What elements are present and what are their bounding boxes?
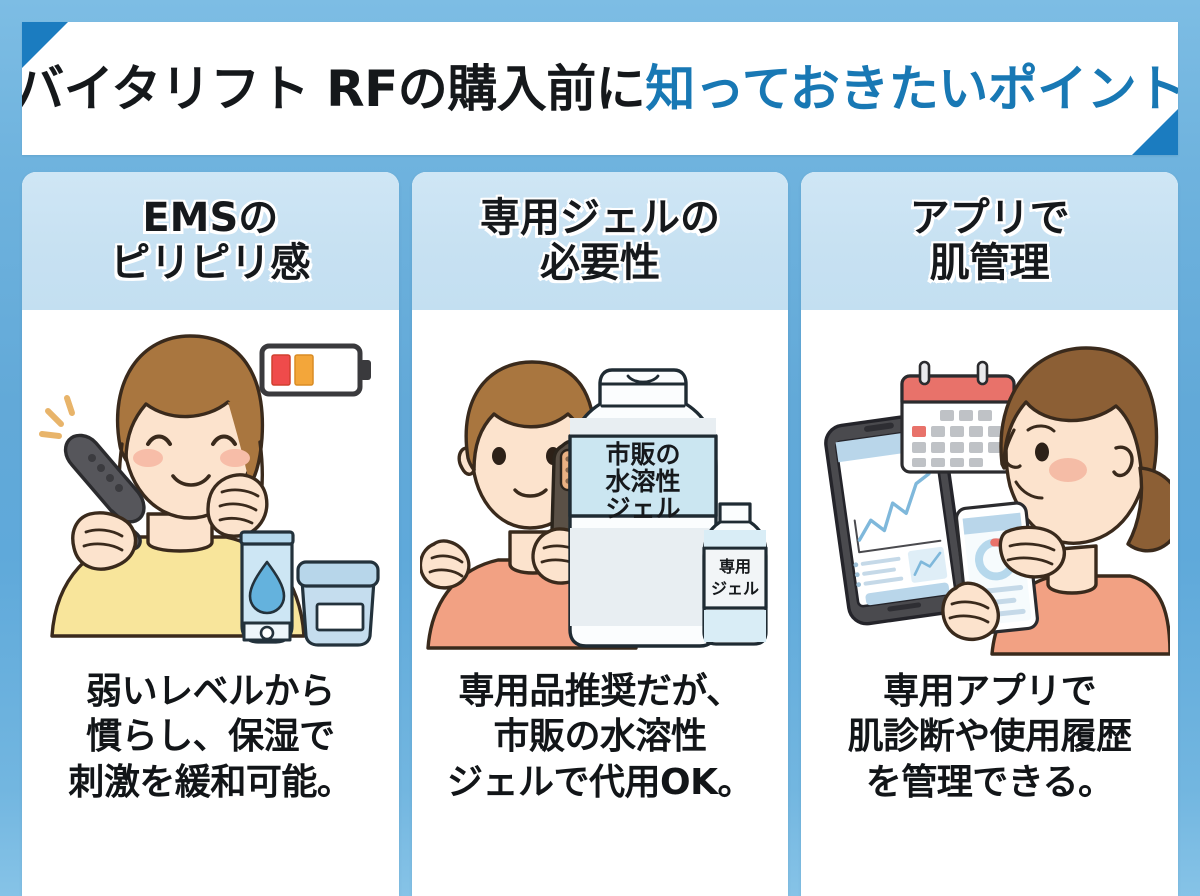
small-bottle-label-line1: 専用 [719,557,751,576]
card-caption-label: 弱いレベルから 慣らし、保湿で 刺激を緩和可能。 [68,671,353,803]
small-bottle-label-line2: ジェル [711,579,759,598]
card-dedicated-gel: 専用ジェルの 必要性 [411,172,789,896]
woman-rf-device-illustration-icon [39,333,380,647]
large-bottle-label-line3: ジェル [605,494,680,523]
card-caption-ems: 弱いレベルから 慣らし、保湿で 刺激を緩和可能。 [22,665,399,896]
card-ems-tingling: EMSの ピリピリ感 [22,172,399,896]
card-header-label: EMSの ピリピリ感 [110,195,311,286]
corner-triangle-bottom-right-icon [1132,109,1178,155]
large-bottle-label-line1: 市販の [605,440,680,469]
page-title-black-part: バイタリフト RFの購入前に [22,59,646,118]
card-caption-label: 専用アプリで 肌診断や使用履歴 を管理できる。 [847,671,1133,803]
large-bottle-label-line2: 水溶性 [604,467,680,496]
page-title-blue-part: 知っておきたいポイント [645,59,1178,118]
card-caption-label: 専用品推奨だが、 市販の水溶性 ジェルで代用OK。 [447,671,754,803]
card-header-label: 専用ジェルの 必要性 [480,195,720,286]
card-app-skin-management: アプリで 肌管理 [801,172,1179,896]
woman-phone-app-illustration-icon [823,345,1170,656]
card-header-ems: EMSの ピリピリ感 [22,172,399,310]
card-row: EMSの ピリピリ感 [22,172,1179,896]
card-header-gel: 専用ジェルの 必要性 [411,172,789,310]
corner-triangle-top-left-icon [22,22,68,68]
title-banner: バイタリフト RFの購入前に知っておきたいポイント [22,22,1178,155]
illustration-app-skin-management [801,310,1179,665]
card-caption-gel: 専用品推奨だが、 市販の水溶性 ジェルで代用OK。 [412,665,789,896]
page-title: バイタリフト RFの購入前に知っておきたいポイント [22,22,1178,155]
card-caption-app: 専用アプリで 肌診断や使用履歴 を管理できる。 [801,665,1178,896]
woman-gel-bottles-illustration-icon: 市販の 水溶性 ジェル 専用 ジェル [420,359,768,650]
illustration-dedicated-gel: 市販の 水溶性 ジェル 専用 ジェル [411,310,789,665]
illustration-ems-tingling [22,310,399,665]
card-header-app: アプリで 肌管理 [801,172,1179,310]
card-header-label: アプリで 肌管理 [909,195,1070,286]
